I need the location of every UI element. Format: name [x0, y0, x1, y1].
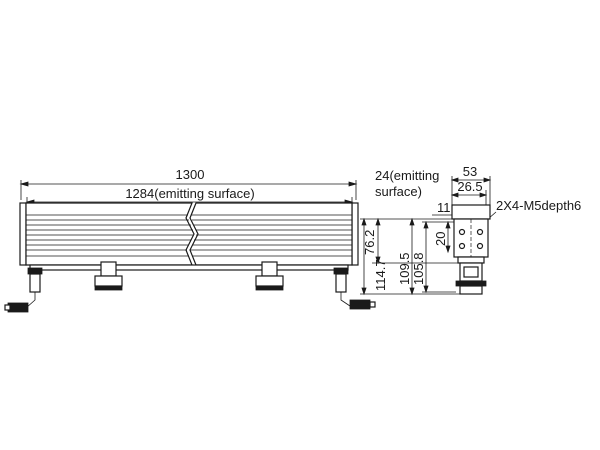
emitting-width-label-line2: surface): [375, 184, 422, 199]
front-view: 1300 1284(emitting surface): [4, 167, 376, 313]
bottom-rail: [29, 264, 349, 271]
light-bar-body-right: [189, 202, 353, 266]
height-109-5-label: 109.5: [397, 252, 412, 285]
dim-11-label: 11: [437, 200, 451, 215]
dimension-width-26-5: 26.5: [450, 179, 488, 205]
dimension-height-105-8: 105.8: [411, 220, 456, 294]
emitting-width-label-line1: 24(emitting: [375, 168, 439, 183]
height-114-7-label: 114.7: [373, 259, 388, 291]
cable-connector-right: [333, 267, 376, 310]
emitting-length-label: 1284(emitting surface): [125, 186, 254, 201]
dimension-height-114-7: 114.7: [360, 217, 460, 296]
thread-note-label: 2X4-M5depth6: [496, 198, 581, 213]
height-76-2-label: 76.2: [362, 230, 377, 255]
mounting-bracket-right: [255, 261, 284, 291]
width-53-label: 53: [463, 164, 477, 179]
profile-section: [451, 204, 491, 295]
height-105-8-label: 105.8: [411, 252, 426, 285]
dim-20-label: 20: [433, 232, 448, 246]
right-end-cap: [351, 202, 359, 266]
dimension-20: 20: [433, 220, 451, 254]
cable-connector-left: [4, 267, 43, 313]
dimension-height-76-2: 76.2: [362, 217, 458, 265]
mounting-bracket-left: [94, 261, 123, 291]
cooling-ribs: [26, 214, 352, 257]
left-end-cap: [19, 202, 27, 266]
width-26-5-label: 26.5: [457, 179, 482, 194]
dimension-overall-length: 1300: [19, 167, 358, 200]
overall-length-label: 1300: [176, 167, 205, 182]
side-view: 24(emitting surface) 53 26.5 11: [360, 164, 581, 296]
dimension-width-53: 53: [450, 164, 492, 205]
dimension-height-109-5: 109.5: [397, 217, 415, 296]
